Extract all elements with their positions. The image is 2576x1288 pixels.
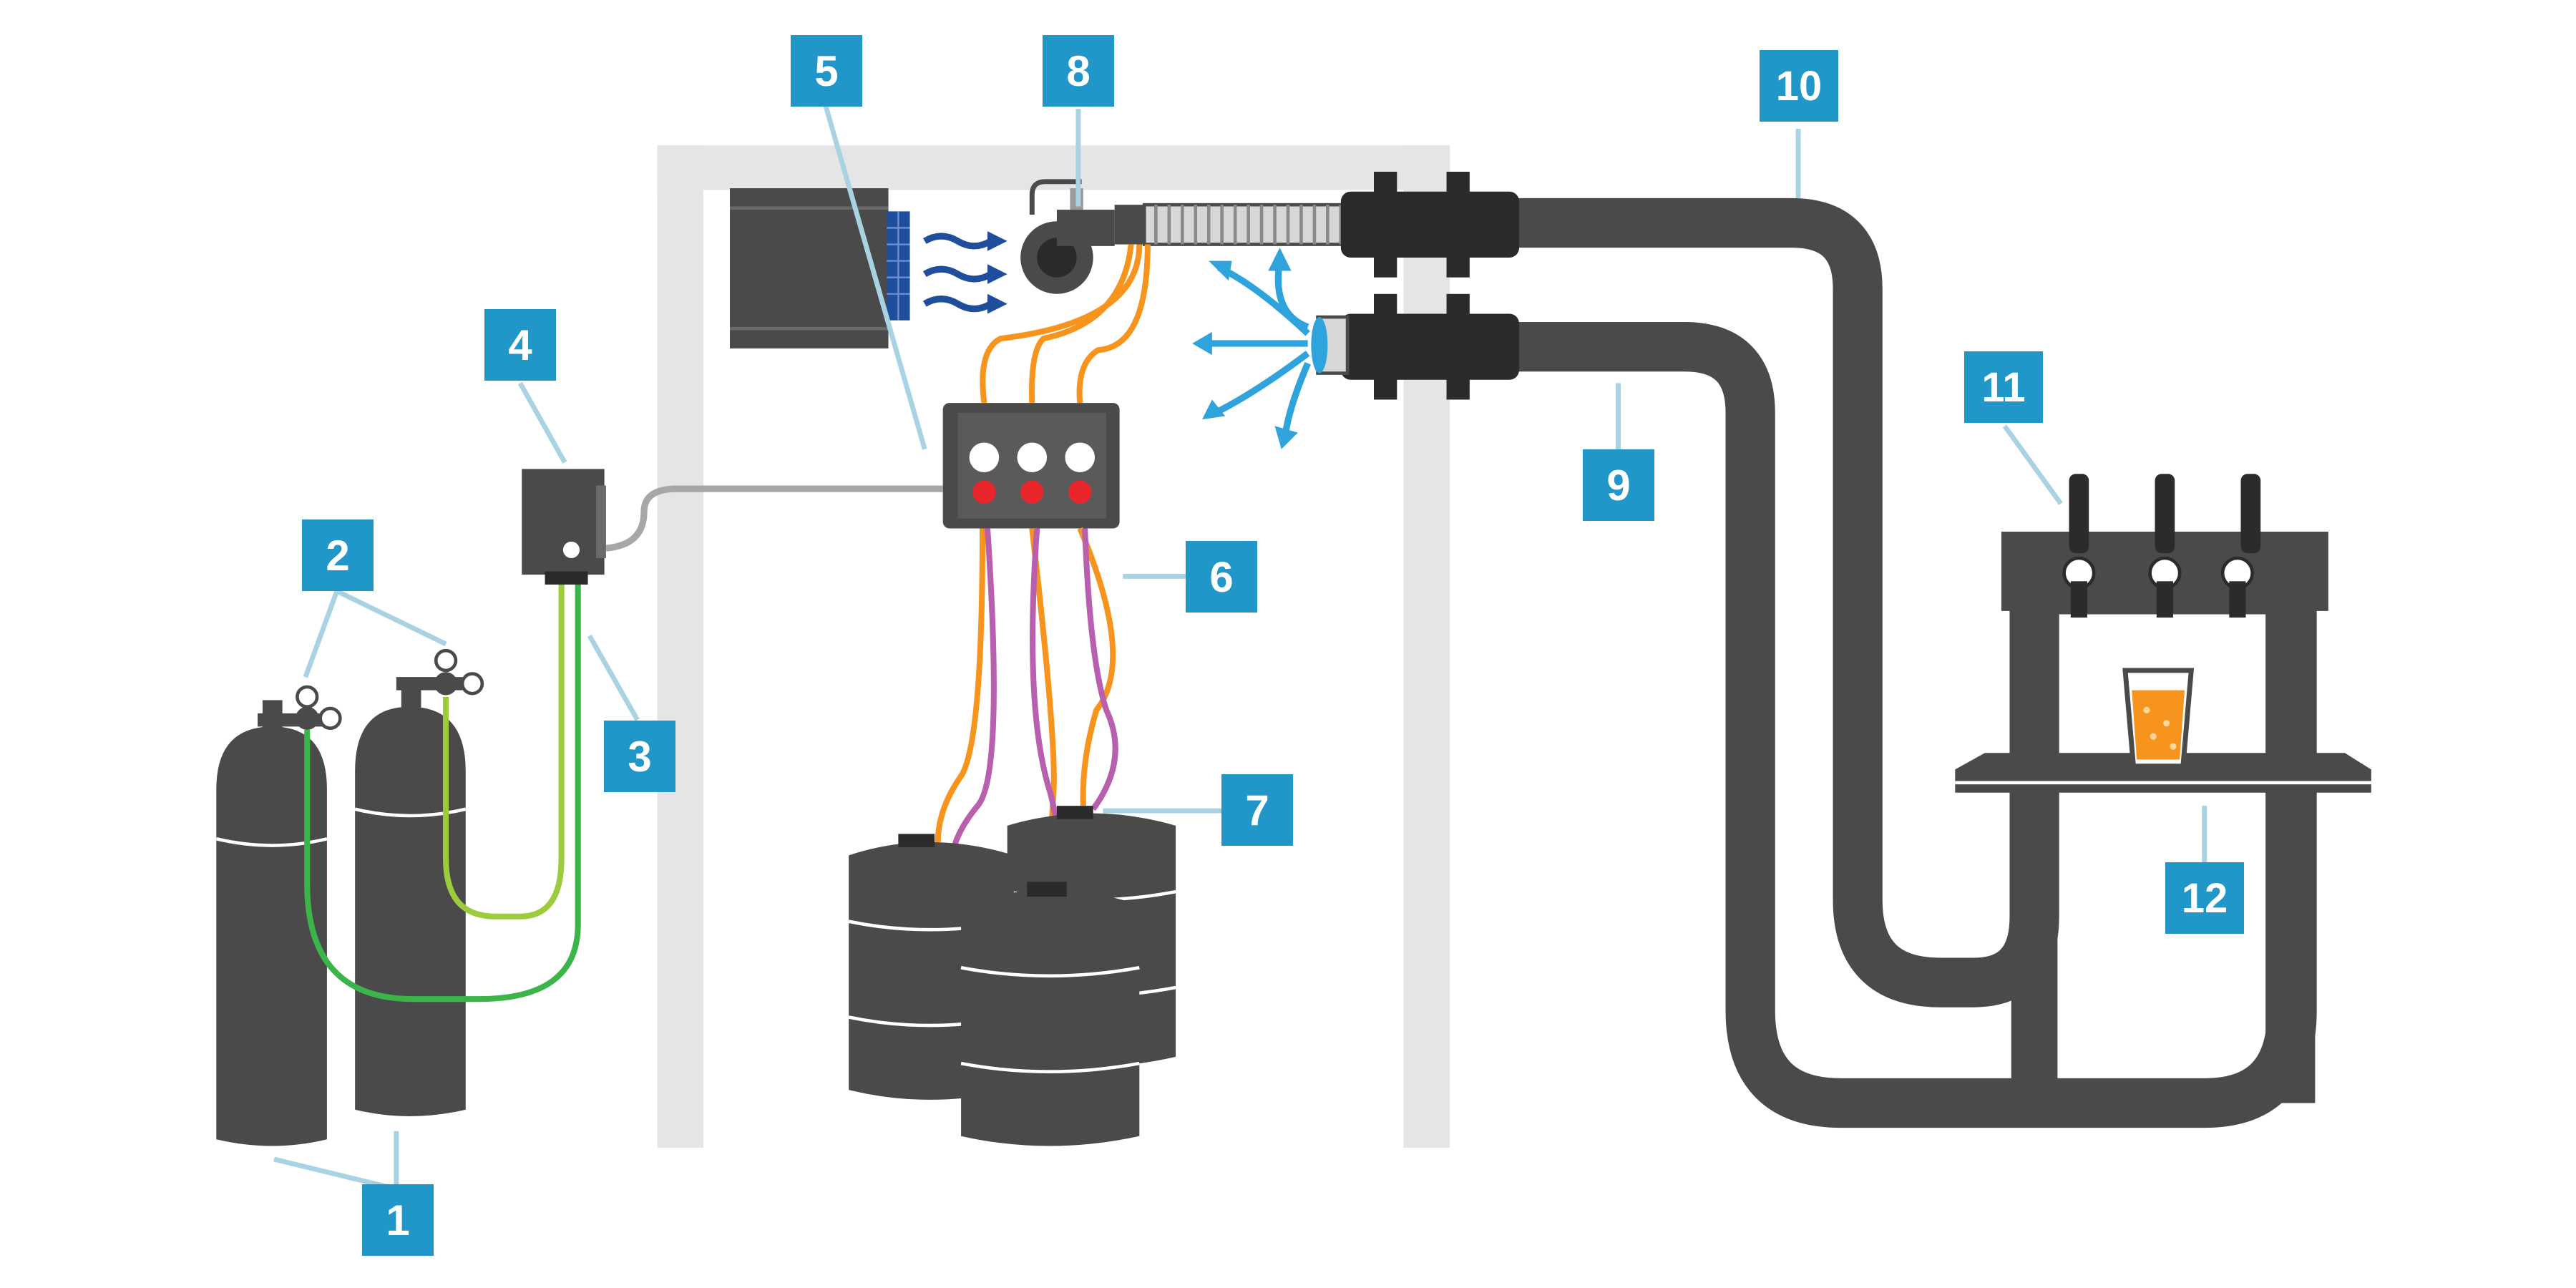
callout-2: 2 (302, 519, 374, 591)
leader-lines (273, 104, 2207, 1191)
manifold-icon (942, 403, 1120, 529)
callout-5: 5 (791, 35, 862, 107)
callout-7: 7 (1221, 774, 1293, 846)
tap-handle-icon (2062, 474, 2096, 618)
tap-handle-icon (2148, 474, 2182, 618)
callout-1: 1 (362, 1184, 434, 1256)
callout-12: 12 (2165, 862, 2244, 934)
cold-air-arrows (1192, 248, 1311, 449)
callout-4: 4 (484, 309, 556, 381)
air-conditioner-icon (729, 188, 910, 348)
wall-fitting-upper (1340, 172, 1520, 278)
beer-lines (935, 244, 1151, 892)
regulator-icon (396, 648, 484, 696)
callout-3: 3 (604, 721, 675, 792)
tap-handle-icon (2220, 474, 2261, 618)
drip-shelf-icon (1955, 753, 2371, 793)
regulator-icon (258, 685, 342, 730)
callout-9: 9 (1583, 449, 1654, 521)
warm-air-arrows (922, 231, 1008, 314)
beer-tower-icon (2001, 474, 2328, 1103)
callout-10: 10 (1760, 50, 1838, 122)
cold-room-walls (657, 145, 1450, 1148)
gas-lines (304, 577, 581, 1002)
callout-6: 6 (1186, 541, 1257, 613)
gas-cylinder-icon (354, 680, 467, 1116)
blower-fan-icon (1020, 179, 1145, 294)
keg-icon (960, 882, 1140, 1146)
beer-glass-icon (2122, 668, 2195, 769)
callout-11: 11 (1964, 351, 2043, 423)
gas-manifold-icon (522, 469, 606, 585)
wall-fitting-lower (1311, 293, 1520, 400)
callout-8: 8 (1043, 35, 1114, 107)
flexible-duct-icon (1142, 203, 1351, 246)
gas-line-to-manifold (605, 485, 943, 552)
